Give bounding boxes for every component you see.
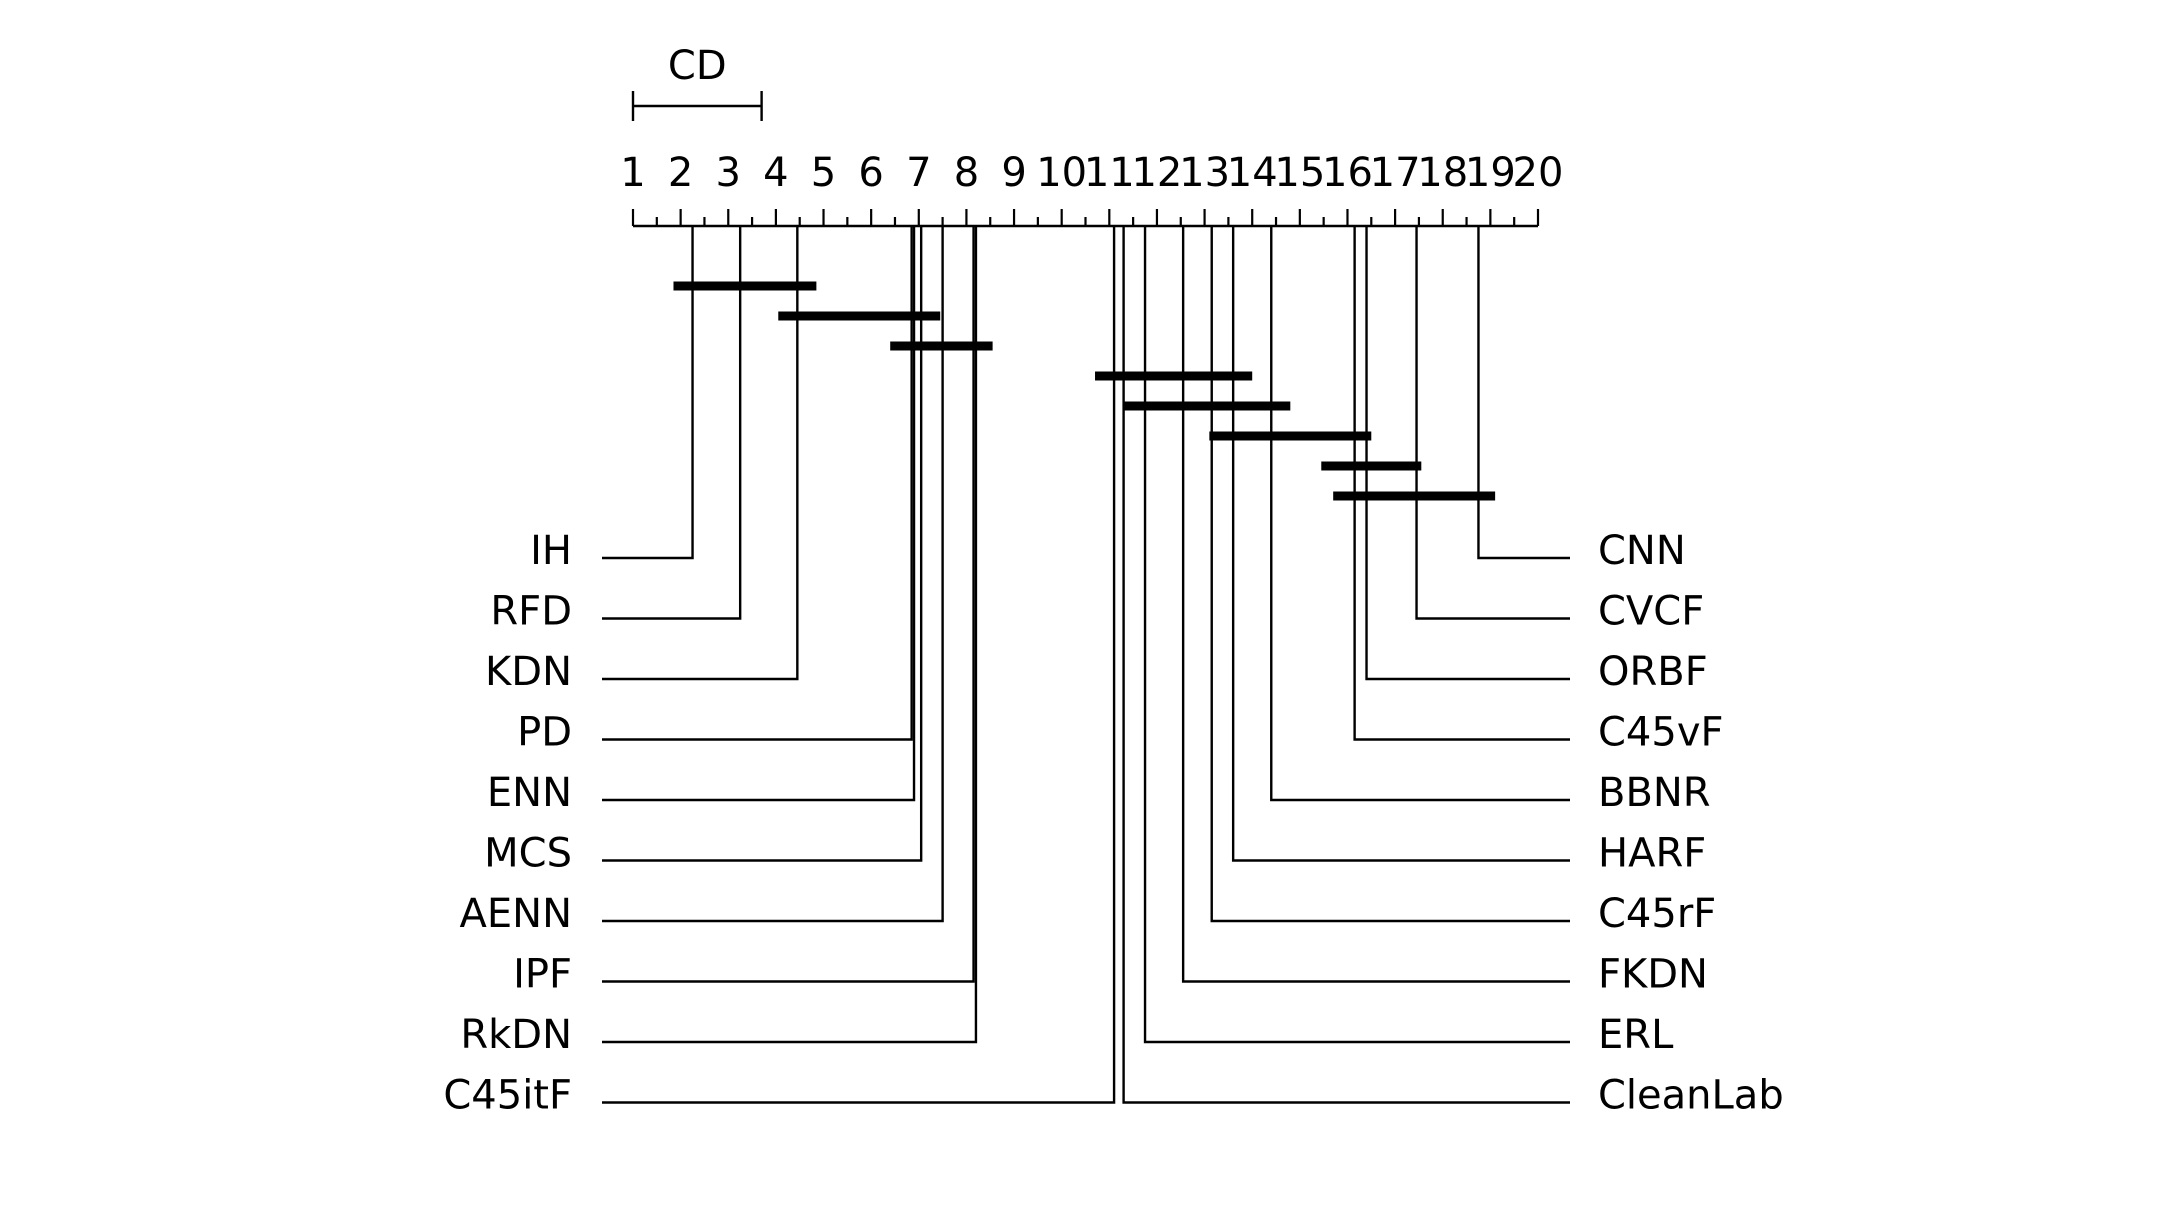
tick-label: 16 <box>1322 150 1373 196</box>
method-rfd: RFD <box>490 226 742 635</box>
tick-label: 19 <box>1465 150 1516 196</box>
method-line <box>602 226 923 862</box>
method-cnn: CNN <box>1477 226 1686 574</box>
method-line <box>602 226 944 923</box>
method-cleanlab: CleanLab <box>1122 226 1784 1119</box>
tick-label: 15 <box>1274 150 1325 196</box>
method-line <box>1122 226 1570 1104</box>
method-mcs: MCS <box>484 226 923 877</box>
method-line <box>1365 226 1570 681</box>
method-bbnr: BBNR <box>1270 226 1711 816</box>
method-line <box>1231 226 1570 862</box>
method-label: ENN <box>487 770 572 816</box>
tick-label: 9 <box>1001 150 1026 196</box>
method-fkdn: FKDN <box>1181 226 1708 998</box>
tick-label: 3 <box>716 150 741 196</box>
tick-label: 1 <box>620 150 645 196</box>
method-line <box>1477 226 1570 560</box>
method-label: MCS <box>484 831 572 877</box>
method-line <box>1210 226 1570 923</box>
critical-difference-indicator: CD <box>631 43 763 121</box>
method-label: C45vF <box>1598 710 1724 756</box>
method-pd: PD <box>517 226 913 756</box>
method-lines: IH RFD KDN PD ENN MCS AENN IPF RkDN C45itF CNN CVCF… <box>443 226 1784 1119</box>
method-line <box>602 226 799 681</box>
tick-label: 11 <box>1084 150 1135 196</box>
method-line <box>602 226 975 983</box>
method-label: PD <box>517 710 572 756</box>
method-label: IH <box>530 528 572 574</box>
method-ipf: IPF <box>513 226 975 998</box>
method-label: AENN <box>460 891 572 937</box>
method-label: HARF <box>1598 831 1706 877</box>
method-c45vf: C45vF <box>1353 226 1724 756</box>
method-enn: ENN <box>487 226 916 816</box>
tick-label: 2 <box>668 150 693 196</box>
tick-label: 18 <box>1417 150 1468 196</box>
method-line <box>602 226 916 802</box>
method-erl: ERL <box>1143 226 1674 1058</box>
method-harf: HARF <box>1231 226 1706 877</box>
method-line <box>602 226 742 620</box>
tick-label: 7 <box>906 150 931 196</box>
method-label: CNN <box>1598 528 1686 574</box>
method-aenn: AENN <box>460 226 944 937</box>
method-label: FKDN <box>1598 952 1708 998</box>
tick-label: 20 <box>1513 150 1564 196</box>
method-label: BBNR <box>1598 770 1711 816</box>
method-line <box>1270 226 1570 802</box>
tick-label: 12 <box>1131 150 1182 196</box>
method-line <box>602 226 694 560</box>
tick-label: 8 <box>954 150 979 196</box>
method-line <box>1353 226 1570 741</box>
method-label: CleanLab <box>1598 1073 1784 1119</box>
tick-label: 4 <box>763 150 788 196</box>
tick-label: 14 <box>1227 150 1278 196</box>
cd-label: CD <box>668 43 727 89</box>
method-kdn: KDN <box>485 226 799 695</box>
method-rkdn: RkDN <box>460 226 978 1058</box>
method-cvcf: CVCF <box>1415 226 1704 635</box>
method-line <box>602 226 978 1044</box>
method-label: RFD <box>490 589 572 635</box>
method-label: C45rF <box>1598 891 1716 937</box>
method-line <box>602 226 913 741</box>
method-ih: IH <box>530 226 694 574</box>
method-line <box>1143 226 1570 1044</box>
tick-label: 10 <box>1036 150 1087 196</box>
tick-label: 5 <box>811 150 836 196</box>
method-line <box>602 226 1116 1104</box>
method-label: RkDN <box>460 1012 572 1058</box>
method-label: KDN <box>485 649 572 695</box>
method-label: C45itF <box>443 1073 572 1119</box>
method-line <box>1415 226 1570 620</box>
method-c45itf: C45itF <box>443 226 1116 1119</box>
tick-label: 13 <box>1179 150 1230 196</box>
method-c45rf: C45rF <box>1210 226 1716 937</box>
tick-label: 6 <box>858 150 883 196</box>
method-orbf: ORBF <box>1365 226 1708 695</box>
method-line <box>1181 226 1570 983</box>
tick-label: 17 <box>1370 150 1421 196</box>
method-label: IPF <box>513 952 572 998</box>
method-label: CVCF <box>1598 589 1704 635</box>
method-label: ERL <box>1598 1012 1674 1058</box>
method-label: ORBF <box>1598 649 1708 695</box>
